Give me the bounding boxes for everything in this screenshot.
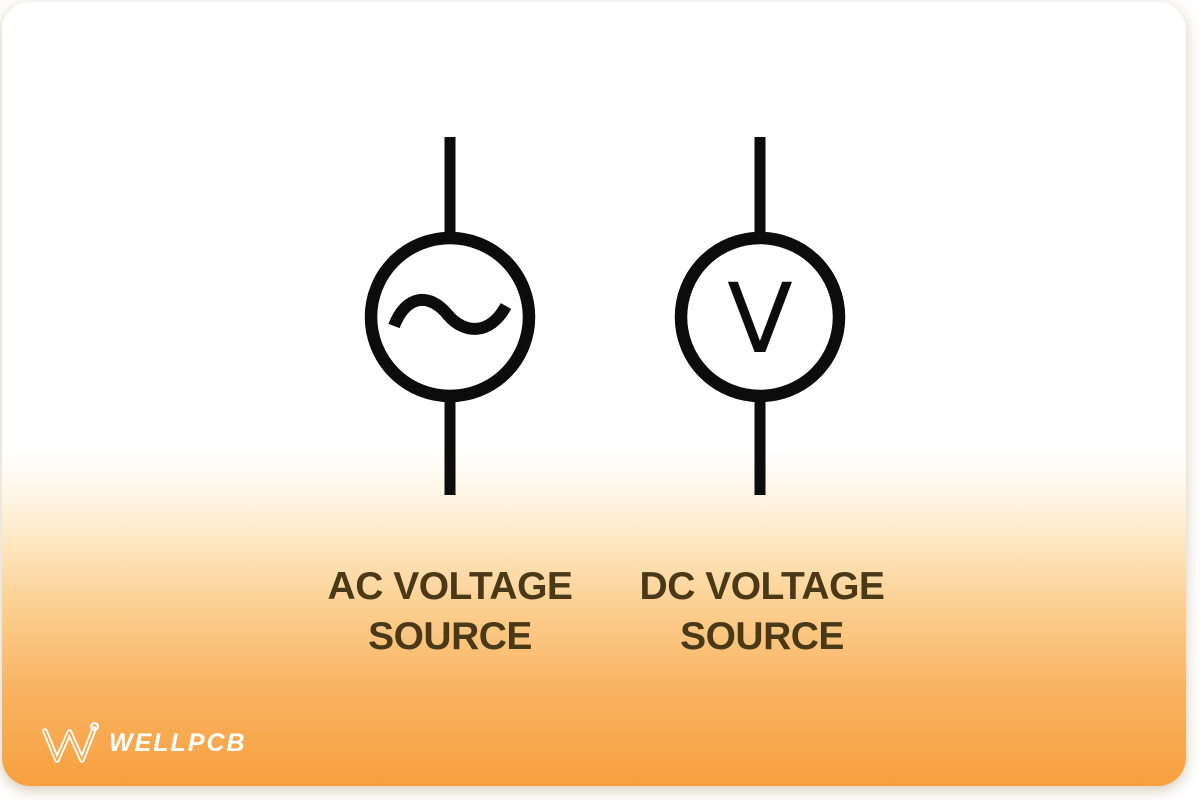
ac-voltage-source-label: AC VOLTAGE SOURCE	[290, 562, 610, 662]
w-mark-dot-icon	[89, 721, 99, 732]
dc-label-line1: DC VOLTAGE	[639, 565, 885, 608]
ac-voltage-source-symbol	[364, 137, 536, 495]
wellpcb-logo-text: WELLPCB	[109, 728, 247, 757]
letter-v-glyph: V	[727, 263, 793, 375]
gradient-card: V AC VOLTAGE SOURCE DC VOLTAGE SOURCE WE…	[2, 2, 1186, 786]
wellpcb-logo: WELLPCB	[42, 721, 247, 765]
w-mark-hollow	[44, 728, 95, 761]
dc-label-line2: SOURCE	[680, 615, 844, 658]
dc-voltage-source-label: DC VOLTAGE SOURCE	[602, 562, 922, 662]
ac-label-line2: SOURCE	[368, 615, 532, 658]
dc-voltage-source-symbol: V	[674, 137, 846, 495]
ac-label-line1: AC VOLTAGE	[327, 565, 573, 608]
sine-wave-icon	[388, 294, 512, 335]
wellpcb-w-icon	[42, 721, 99, 763]
